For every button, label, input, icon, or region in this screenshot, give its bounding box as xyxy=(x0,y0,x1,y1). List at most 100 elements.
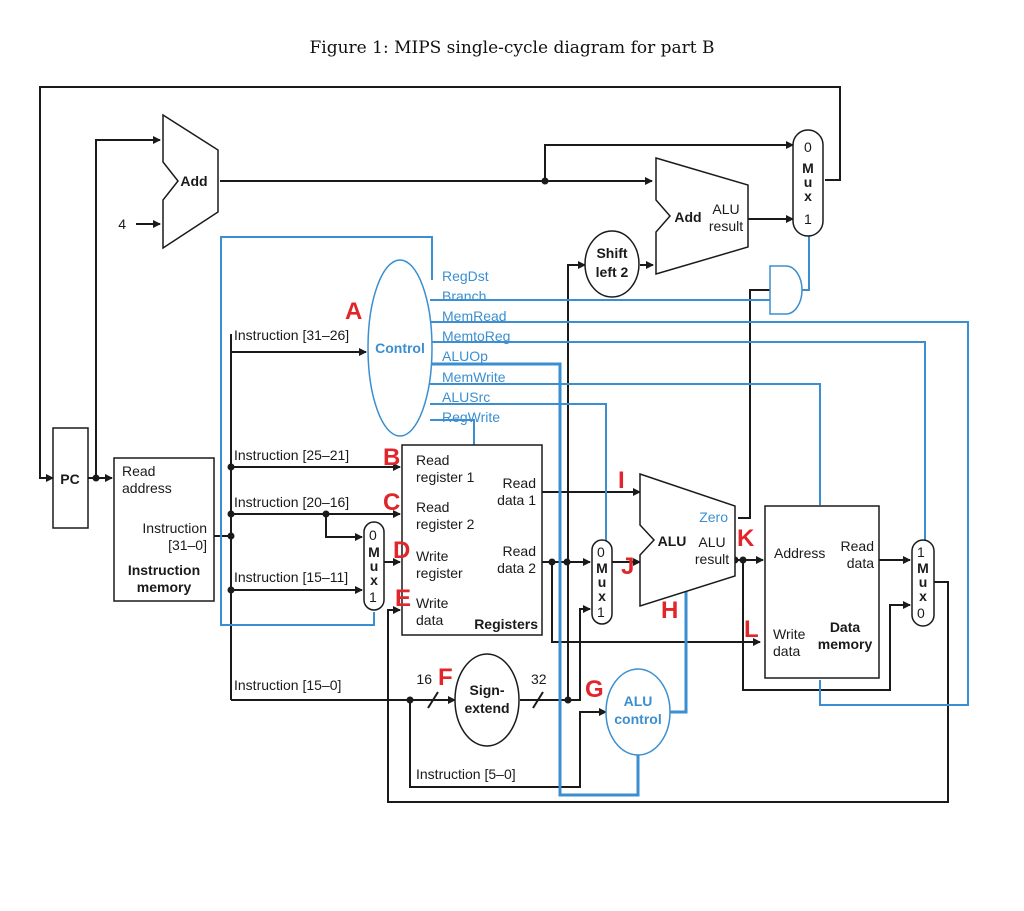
memtoreg-mux xyxy=(911,539,935,627)
label-a: A xyxy=(345,298,362,325)
datapath-wires xyxy=(39,86,949,803)
alusrc-mux-one: 1 xyxy=(597,604,605,620)
memtoreg-mux-m: M xyxy=(917,560,929,576)
dmem-write-b: data xyxy=(773,643,800,659)
signal-memread: MemRead xyxy=(442,308,507,324)
reg-read-register-2a: Read xyxy=(416,499,449,515)
alu-control-label-1: ALU xyxy=(624,693,653,709)
pc-register xyxy=(52,427,89,529)
reg-read-data-2a: Read xyxy=(503,543,536,559)
alusrc-mux xyxy=(591,539,613,625)
sign-extend-label-2: extend xyxy=(464,700,509,716)
dmem-write-a: Write xyxy=(773,626,806,642)
figure-caption: Figure 1: MIPS single-cycle diagram for … xyxy=(309,38,715,58)
pc-source-mux xyxy=(792,129,824,237)
dmem-read-a: Read xyxy=(841,538,874,554)
dmem-address: Address xyxy=(774,545,825,561)
reg-read-register-2b: register 2 xyxy=(416,516,475,532)
signal-alusrc: ALUSrc xyxy=(442,389,490,405)
pcmux-x: x xyxy=(804,188,812,204)
signal-memwrite: MemWrite xyxy=(442,369,506,385)
imem-instruction-label: Instruction xyxy=(142,520,207,536)
label-k: K xyxy=(737,525,755,552)
sign-extend-label-1: Sign- xyxy=(470,682,505,698)
control-unit xyxy=(367,259,433,437)
signal-regdst: RegDst xyxy=(442,268,489,284)
alu-result-b: result xyxy=(695,551,729,567)
control-label: Control xyxy=(375,340,425,356)
memtoreg-mux-zero: 0 xyxy=(917,605,925,621)
branch-adder-label: Add xyxy=(674,209,701,225)
label-g: G xyxy=(585,676,604,703)
alu xyxy=(639,472,736,608)
alusrc-mux-u: u xyxy=(598,574,607,590)
alu-control xyxy=(605,668,671,756)
branch-adder xyxy=(655,156,749,276)
label-d: D xyxy=(393,537,410,564)
field-25-21: Instruction [25–21] xyxy=(234,447,349,463)
width-32: 32 xyxy=(531,671,547,687)
constant-four: 4 xyxy=(118,216,126,232)
signal-memtoreg: MemtoReg xyxy=(442,328,510,344)
dmem-title-1: Data xyxy=(830,619,861,635)
label-h: H xyxy=(661,597,678,624)
signal-branch: Branch xyxy=(442,288,486,304)
regdst-mux-zero: 0 xyxy=(369,527,377,543)
shift-left-label-2: left 2 xyxy=(596,264,629,280)
alu-zero-label: Zero xyxy=(699,509,728,525)
signal-aluop: ALUOp xyxy=(442,348,488,364)
width-16: 16 xyxy=(416,671,432,687)
registers-title: Registers xyxy=(474,616,538,632)
reg-write-register-b: register xyxy=(416,565,463,581)
alusrc-mux-x: x xyxy=(598,588,606,604)
alu-control-label-2: control xyxy=(614,711,661,727)
branch-and-gate xyxy=(769,265,803,315)
field-15-11: Instruction [15–11] xyxy=(234,569,348,585)
label-l: L xyxy=(744,616,759,643)
label-e: E xyxy=(395,585,411,612)
alusrc-mux-m: M xyxy=(596,560,608,576)
memtoreg-mux-one: 1 xyxy=(917,544,925,560)
alusrc-mux-zero: 0 xyxy=(597,544,605,560)
pcmux-m: M xyxy=(802,160,814,176)
field-20-16: Instruction [20–16] xyxy=(234,494,349,510)
pcmux-one: 1 xyxy=(804,211,812,227)
sign-extend xyxy=(454,653,520,747)
imem-read-label: Read xyxy=(122,463,155,479)
field-5-0: Instruction [5–0] xyxy=(416,766,516,782)
shift-left-label-1: Shift xyxy=(596,245,627,261)
field-15-0: Instruction [15–0] xyxy=(234,677,341,693)
branch-adder-result: result xyxy=(709,218,743,234)
label-j: J xyxy=(621,553,634,580)
memtoreg-mux-u: u xyxy=(919,574,928,590)
reg-write-register-a: Write xyxy=(416,548,449,564)
label-c: C xyxy=(383,489,400,516)
reg-write-data-a: Write xyxy=(416,595,449,611)
shift-left-2 xyxy=(584,230,640,298)
pc-adder xyxy=(162,113,219,250)
imem-address-label: address xyxy=(122,480,172,496)
dmem-title-2: memory xyxy=(818,636,873,652)
reg-write-data-b: data xyxy=(416,612,443,628)
branch-adder-alu: ALU xyxy=(712,201,739,217)
pcmux-u: u xyxy=(804,174,813,190)
reg-read-register-1a: Read xyxy=(416,452,449,468)
reg-read-data-2b: data 2 xyxy=(497,560,536,576)
reg-read-data-1b: data 1 xyxy=(497,492,536,508)
register-file xyxy=(401,444,543,636)
imem-bits-label: [31–0] xyxy=(168,537,207,553)
regdst-mux-x: x xyxy=(370,572,378,588)
pc-label: PC xyxy=(60,471,79,487)
data-memory xyxy=(764,505,880,679)
imem-title-2: memory xyxy=(137,579,192,595)
label-f: F xyxy=(438,664,453,691)
regdst-mux xyxy=(363,521,385,611)
regdst-mux-one: 1 xyxy=(369,589,377,605)
imem-title-1: Instruction xyxy=(128,562,200,578)
reg-read-data-1a: Read xyxy=(503,475,536,491)
pcmux-zero: 0 xyxy=(804,139,812,155)
reg-read-register-1b: register 1 xyxy=(416,469,475,485)
control-wires xyxy=(220,232,969,797)
junction-dots xyxy=(92,177,747,704)
